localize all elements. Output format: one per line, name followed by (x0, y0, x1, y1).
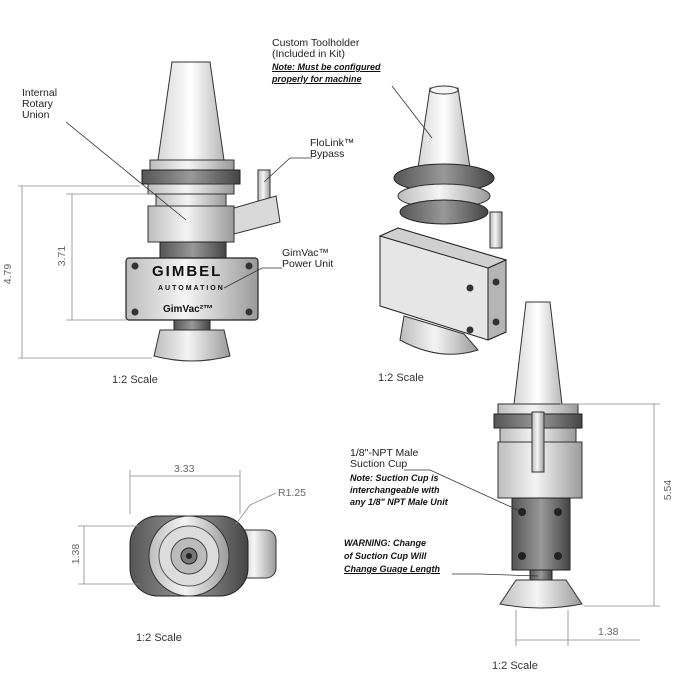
warning-3: Change Guage Length (344, 564, 441, 574)
front-view (125, 61, 281, 362)
label-toolholder-2: (Included in Kit) (272, 48, 345, 60)
note-suction-1: Note: Suction Cup is (350, 473, 439, 483)
label-suction-cup-2: Suction Cup (350, 458, 408, 470)
side-view (493, 301, 583, 609)
side-dimension-lines (515, 403, 660, 646)
dim-body-height: 3.71 (56, 245, 69, 267)
front-leader-lines (65, 121, 312, 289)
note-toolholder-1: Note: Must be configured (272, 62, 381, 72)
label-suction-cup-1: 1/8"-NPT Male (350, 447, 419, 459)
warning-1: WARNING: Change (344, 538, 426, 548)
dim-overall-height: 4.79 (2, 263, 15, 285)
label-flolink-2: Bypass (310, 148, 345, 160)
label-internal-union-3: Union (22, 109, 50, 121)
bottom-view (129, 515, 277, 597)
note-suction-2: interchangeable with (350, 485, 440, 495)
dim-side-width: 1.38 (598, 626, 619, 638)
note-toolholder-2: properly for machine (272, 74, 362, 84)
dim-radius: R1.25 (278, 487, 307, 499)
scale-side: 1:2 Scale (492, 660, 538, 672)
label-gimvac-1: GimVac™ (282, 247, 330, 259)
logo-product: GimVac²™ (163, 304, 214, 315)
label-toolholder-1: Custom Toolholder (272, 37, 360, 49)
label-internal-union-2: Rotary (22, 98, 53, 110)
dim-side-height: 5.54 (662, 479, 675, 501)
label-internal-union-1: Internal (22, 87, 58, 99)
isometric-view (378, 85, 508, 355)
iso-leader-line (391, 85, 433, 139)
front-dimension-lines (18, 185, 154, 359)
logo-automation: AUTOMATION (158, 285, 225, 292)
dim-bottom-height: 1.38 (70, 543, 83, 565)
scale-front: 1:2 Scale (112, 374, 158, 386)
scale-iso: 1:2 Scale (378, 372, 424, 384)
warning-2: of Suction Cup Will (344, 551, 427, 561)
bottom-dimension-lines (78, 470, 277, 585)
label-gimvac-2: Power Unit (282, 258, 334, 270)
side-leader-lines (404, 469, 539, 577)
label-flolink-1: FloLink™ (310, 137, 355, 149)
logo-gimbel: GIMBEL (152, 263, 223, 280)
scale-bottom: 1:2 Scale (136, 632, 182, 644)
note-suction-3: any 1/8" NPT Male Unit (350, 497, 448, 507)
dim-width: 3.33 (174, 463, 195, 475)
